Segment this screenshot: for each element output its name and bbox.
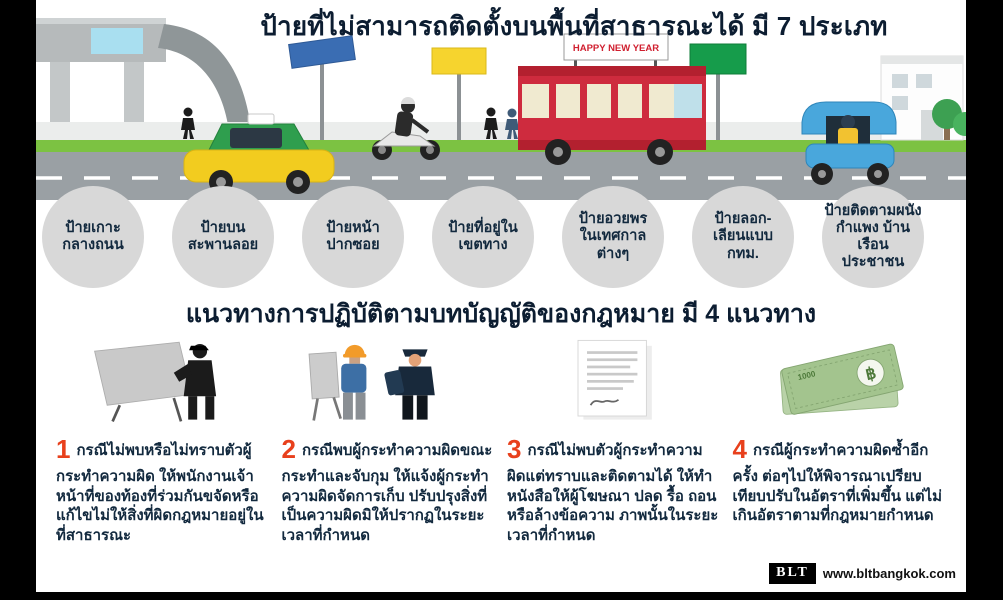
sign-type-label: ป้ายที่อยู่ใน เขตทาง bbox=[448, 219, 518, 253]
baht-symbol: ฿ bbox=[864, 364, 878, 384]
sign-type-label: ป้ายอวยพร ในเทศกาล ต่างๆ bbox=[578, 211, 648, 262]
guideline-body: กรณีไม่พบตัวผู้กระทำความผิดแต่ทราบและติด… bbox=[507, 442, 719, 545]
sign-type-circle: ป้ายที่อยู่ใน เขตทาง bbox=[432, 186, 534, 288]
banknote-value: 1000 bbox=[797, 369, 817, 382]
infographic-canvas: HAPPY NEW YEAR bbox=[36, 0, 966, 592]
guideline-body: กรณีผู้กระทำความผิดซ้ำอีกครั้ง ต่อๆไปให้… bbox=[732, 442, 943, 525]
pedestrian-icon bbox=[181, 107, 195, 139]
pedestrian-icon bbox=[505, 108, 519, 139]
page-title: ป้ายที่ไม่สามารถติดตั้งบนพื้นที่สาธารณะไ… bbox=[260, 11, 888, 41]
guideline-body: กรณีพบผู้กระทำความผิดขณะกระทำและจับกุม ใ… bbox=[281, 442, 493, 545]
street-scene-illustration: HAPPY NEW YEAR bbox=[36, 0, 966, 200]
sign-type-label: ป้ายบน สะพานลอย bbox=[187, 219, 259, 253]
motorcycle-illustration bbox=[372, 97, 440, 160]
taxi-illustration bbox=[183, 113, 335, 194]
guideline-number: 2 bbox=[281, 434, 296, 464]
festival-banner-illustration: HAPPY NEW YEAR bbox=[563, 33, 669, 72]
footer: BLT www.bltbangkok.com bbox=[769, 563, 956, 584]
section-title-guidelines: แนวทางการปฏิบัติตามบทบัญญัติของกฎหมาย มี… bbox=[185, 300, 817, 328]
sign-type-label: ป้ายติดตามผนัง กำแพง บ้านเรือน ประชาชน bbox=[824, 202, 922, 271]
sign-type-circle: ป้ายลอก- เลียนแบบ กทม. bbox=[692, 186, 794, 288]
illustration-document bbox=[507, 334, 721, 426]
guideline-number: 3 bbox=[507, 434, 522, 464]
guideline-body: กรณีไม่พบหรือไม่ทราบตัวผู้กระทำความผิด ใ… bbox=[56, 442, 264, 545]
guideline-number: 4 bbox=[732, 434, 747, 464]
banner-text: HAPPY NEW YEAR bbox=[573, 43, 659, 54]
illustration-removing-sign bbox=[56, 334, 270, 426]
tree-icon bbox=[932, 99, 966, 140]
worker-figure bbox=[341, 344, 367, 420]
guideline-number: 1 bbox=[56, 434, 71, 464]
sign-type-label: ป้ายเกาะ กลางถนน bbox=[62, 219, 124, 253]
sign-type-circle: ป้ายอวยพร ในเทศกาล ต่างๆ bbox=[562, 186, 664, 288]
sign-type-circle: ป้ายเกาะ กลางถนน bbox=[42, 186, 144, 288]
illustration-arrest bbox=[282, 334, 496, 426]
sign-types-row: ป้ายเกาะ กลางถนน ป้ายบน สะพานลอย ป้ายหน้… bbox=[42, 186, 960, 288]
pedestrian-icon bbox=[484, 107, 498, 139]
sign-type-label: ป้ายหน้า ปากซอย bbox=[326, 219, 380, 253]
police-figure bbox=[384, 349, 436, 420]
blue-sign-illustration bbox=[288, 35, 356, 140]
sign-type-circle: ป้ายหน้า ปากซอย bbox=[302, 186, 404, 288]
bus-illustration bbox=[518, 66, 706, 165]
illustration-banknotes: ฿ 1000 bbox=[733, 334, 947, 426]
sign-type-label: ป้ายลอก- เลียนแบบ กทม. bbox=[712, 211, 773, 262]
yellow-sign-illustration bbox=[431, 47, 487, 140]
sign-type-circle: ป้ายบน สะพานลอย bbox=[172, 186, 274, 288]
website-url: www.bltbangkok.com bbox=[822, 566, 956, 581]
sign-type-circle: ป้ายติดตามผนัง กำแพง บ้านเรือน ประชาชน bbox=[822, 186, 924, 288]
blt-logo: BLT bbox=[769, 563, 816, 584]
tuktuk-illustration bbox=[801, 101, 897, 185]
green-sign-illustration bbox=[689, 43, 747, 140]
